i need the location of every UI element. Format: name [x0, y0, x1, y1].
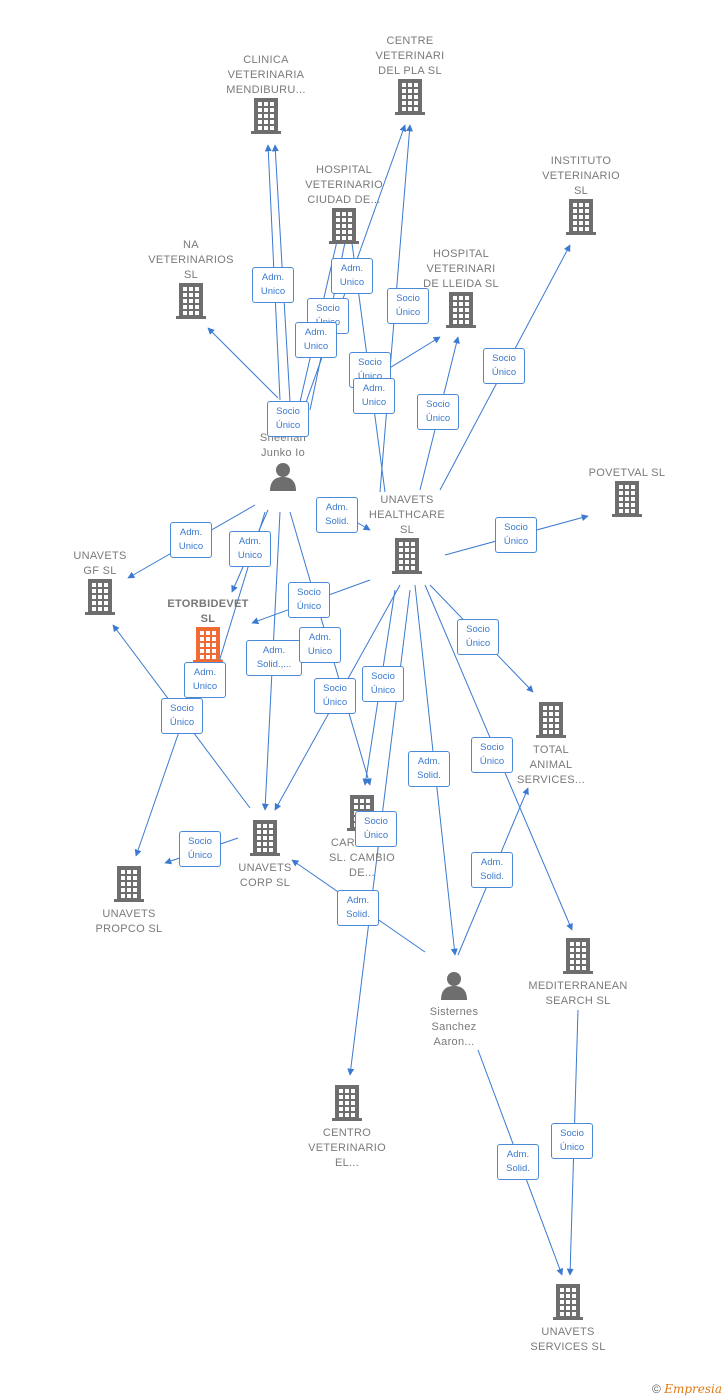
building-icon [251, 98, 281, 139]
node-label: CENTRO VETERINARIO EL... [308, 1127, 386, 1169]
relation-badge[interactable]: Socio Único [417, 394, 459, 430]
node-label: UNAVETS PROPCO SL [95, 908, 163, 935]
relation-badge[interactable]: Socio Único [288, 582, 330, 618]
building-icon [553, 1284, 583, 1325]
relation-badge[interactable]: Adm. Unico [353, 378, 395, 414]
building-icon [566, 199, 596, 240]
node-label: ETORBIDEVET SL [167, 598, 249, 625]
footer-brand: © Empresia [652, 1382, 722, 1396]
node-instituto[interactable]: INSTITUTO VETERINARIO SL [521, 154, 641, 240]
relation-badge[interactable]: Adm. Solid. [408, 751, 450, 787]
node-mediterranean[interactable]: MEDITERRANEAN SEARCH SL [518, 938, 638, 1009]
building-icon [536, 702, 566, 743]
relation-badge[interactable]: Adm. Unico [170, 522, 212, 558]
node-label: INSTITUTO VETERINARIO SL [542, 155, 620, 197]
building-icon [329, 208, 359, 249]
node-sheehan[interactable]: Sheehan Junko Io [223, 431, 343, 496]
person-icon [268, 461, 298, 496]
node-hospital-lleida[interactable]: HOSPITAL VETERINARI DE LLEIDA SL [401, 247, 521, 333]
relation-badge[interactable]: Socio Único [551, 1123, 593, 1159]
relation-badge[interactable]: Socio Único [161, 698, 203, 734]
relation-badge[interactable]: Socio Único [179, 831, 221, 867]
node-label: UNAVETS SERVICES SL [530, 1326, 606, 1353]
building-icon [395, 79, 425, 120]
relation-badge[interactable]: Socio Único [267, 401, 309, 437]
building-icon [392, 538, 422, 579]
node-label: TOTAL ANIMAL SERVICES... [517, 744, 585, 786]
building-icon [332, 1085, 362, 1126]
node-total-animal[interactable]: TOTAL ANIMAL SERVICES... [491, 702, 611, 788]
node-label: UNAVETS GF SL [73, 550, 127, 577]
node-unavets-services[interactable]: UNAVETS SERVICES SL [508, 1284, 628, 1355]
relation-badge[interactable]: Adm. Solid. [497, 1144, 539, 1180]
node-na-vet[interactable]: NA VETERINARIOS SL [131, 238, 251, 324]
brand-logo: Empresia [664, 1382, 722, 1396]
relation-badge[interactable]: Socio Único [457, 619, 499, 655]
relation-badge[interactable]: Socio Único [495, 517, 537, 553]
node-centro-el[interactable]: CENTRO VETERINARIO EL... [287, 1085, 407, 1171]
building-icon [446, 292, 476, 333]
relation-badge[interactable]: Socio Único [483, 348, 525, 384]
node-unavets-propco[interactable]: UNAVETS PROPCO SL [69, 866, 189, 937]
relation-badge[interactable]: Adm. Solid. [316, 497, 358, 533]
building-icon [250, 820, 280, 861]
node-hospital-ciudad[interactable]: HOSPITAL VETERINARIO CIUDAD DE... [284, 163, 404, 249]
building-icon [114, 866, 144, 907]
relation-badge[interactable]: Adm. Solid. [471, 852, 513, 888]
relation-badge[interactable]: Socio Único [471, 737, 513, 773]
node-unavets-corp[interactable]: UNAVETS CORP SL [205, 820, 325, 891]
node-label: MEDITERRANEAN SEARCH SL [528, 980, 628, 1007]
building-icon [612, 481, 642, 522]
relation-badge[interactable]: Adm. Solid. [337, 890, 379, 926]
node-sisternes[interactable]: Sisternes Sanchez Aaron... [394, 970, 514, 1050]
building-icon [176, 283, 206, 324]
relation-badge[interactable]: Adm. Unico [299, 627, 341, 663]
node-label: HOSPITAL VETERINARIO CIUDAD DE... [305, 164, 383, 206]
relation-badge[interactable]: Adm. Unico [252, 267, 294, 303]
node-label: CARDIO...E SL. CAMBIO DE... [329, 837, 395, 879]
building-icon [563, 938, 593, 979]
relation-badge[interactable]: Adm. Unico [295, 322, 337, 358]
node-clinica-mendiburu[interactable]: CLINICA VETERINARIA MENDIBURU... [206, 53, 326, 139]
relation-badge[interactable]: Socio Único [355, 811, 397, 847]
relation-badge[interactable]: Adm. Unico [184, 662, 226, 698]
node-unavets-gf[interactable]: UNAVETS GF SL [40, 549, 160, 620]
node-unavets-healthcare[interactable]: UNAVETS HEALTHCARE SL [347, 493, 467, 579]
node-label: CLINICA VETERINARIA MENDIBURU... [226, 54, 306, 96]
node-label: UNAVETS HEALTHCARE SL [368, 494, 446, 536]
node-label: NA VETERINARIOS SL [148, 239, 234, 281]
building-icon [85, 579, 115, 620]
node-label: Sisternes Sanchez Aaron... [429, 1006, 479, 1048]
relation-badge[interactable]: Adm. Unico [331, 258, 373, 294]
node-centre-pla[interactable]: CENTRE VETERINARI DEL PLA SL [350, 34, 470, 120]
person-icon [439, 970, 469, 1005]
building-icon [193, 627, 223, 668]
relation-badge[interactable]: Socio Único [387, 288, 429, 324]
node-label: POVETVAL SL [588, 467, 666, 479]
relation-badge[interactable]: Adm. Unico [229, 531, 271, 567]
node-povetval[interactable]: POVETVAL SL [567, 466, 687, 522]
relation-badge[interactable]: Socio Único [362, 666, 404, 702]
node-label: CENTRE VETERINARI DEL PLA SL [375, 35, 445, 77]
node-etorbidevet[interactable]: ETORBIDEVET SL [148, 597, 268, 668]
copyright-symbol: © [652, 1382, 661, 1396]
relation-badge[interactable]: Socio Único [314, 678, 356, 714]
relation-badge[interactable]: Adm. Solid.,... [246, 640, 302, 676]
node-label: UNAVETS CORP SL [238, 862, 292, 889]
node-label: HOSPITAL VETERINARI DE LLEIDA SL [423, 248, 499, 290]
relation-edge [207, 327, 279, 399]
